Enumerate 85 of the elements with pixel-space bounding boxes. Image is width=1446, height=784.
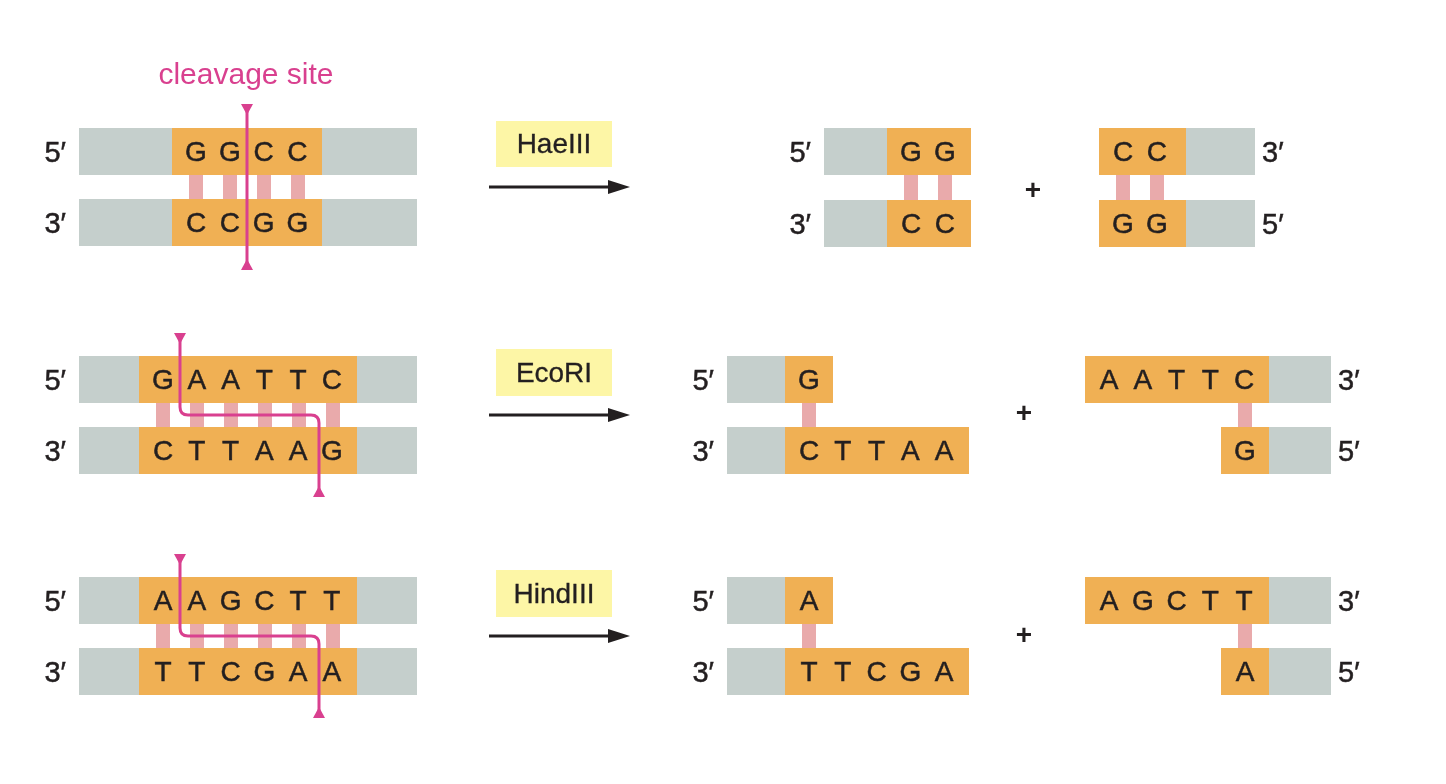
base-pair-bond xyxy=(802,403,816,427)
base-pair-bond xyxy=(292,624,306,648)
base-sequence: G xyxy=(785,356,833,403)
dna-strand xyxy=(79,128,417,175)
enzyme-label: HindIII xyxy=(496,570,612,617)
cleavage-site-label: cleavage site xyxy=(158,59,334,89)
base-sequence: C C xyxy=(887,200,971,247)
strand-end-label: 5′ xyxy=(44,586,66,615)
base-pair-bond xyxy=(1150,175,1164,200)
strand-end-label: 3′ xyxy=(1262,137,1284,166)
base-sequence: G G xyxy=(887,128,971,175)
dna-strand xyxy=(1221,648,1331,695)
strand-end-label: 5′ xyxy=(44,365,66,394)
base-pair-bond xyxy=(904,175,918,200)
base-pair-bond xyxy=(156,403,170,427)
base-pair-bond xyxy=(189,175,203,199)
base-pair-bond xyxy=(258,403,272,427)
enzyme-label: HaeIII xyxy=(496,121,612,167)
dna-strand xyxy=(1099,128,1255,175)
base-sequence: A xyxy=(785,577,833,624)
dna-strand xyxy=(824,128,971,175)
base-pair-bond xyxy=(223,175,237,199)
dna-strand xyxy=(727,427,969,474)
base-pair-bond xyxy=(326,624,340,648)
base-sequence: A A G C T T xyxy=(139,577,357,624)
base-pair-bond xyxy=(258,624,272,648)
base-sequence: G A A T T C xyxy=(139,356,357,403)
strand-end-label: 3′ xyxy=(692,436,714,465)
dna-strand xyxy=(1085,356,1331,403)
dna-strand xyxy=(79,577,417,624)
dna-strand xyxy=(79,199,417,246)
strand-end-label: 3′ xyxy=(44,657,66,686)
strand-end-label: 5′ xyxy=(44,137,66,166)
plus-sign: + xyxy=(1015,621,1033,649)
strand-end-label: 5′ xyxy=(692,365,714,394)
base-sequence: C C G G xyxy=(172,199,322,246)
strand-end-label: 3′ xyxy=(44,208,66,237)
plus-sign: + xyxy=(1015,399,1033,427)
dna-strand xyxy=(1221,427,1331,474)
strand-end-label: 3′ xyxy=(1338,365,1360,394)
strand-end-label: 5′ xyxy=(789,137,811,166)
dna-strand xyxy=(79,648,417,695)
dna-strand xyxy=(727,648,969,695)
base-pair-bond xyxy=(802,624,816,648)
base-pair-bond xyxy=(291,175,305,199)
strand-end-label: 5′ xyxy=(1338,657,1360,686)
base-sequence: G xyxy=(1221,427,1269,474)
base-sequence: G G xyxy=(1099,200,1186,247)
base-sequence: T T C G A xyxy=(785,648,969,695)
base-sequence: A xyxy=(1221,648,1269,695)
enzyme-label: EcoRI xyxy=(496,349,612,396)
dna-strand xyxy=(824,200,971,247)
strand-end-label: 5′ xyxy=(692,586,714,615)
strand-end-label: 3′ xyxy=(1338,586,1360,615)
base-pair-bond xyxy=(326,403,340,427)
strand-end-label: 5′ xyxy=(1262,209,1284,238)
base-pair-bond xyxy=(292,403,306,427)
dna-strand xyxy=(1099,200,1255,247)
strand-end-label: 3′ xyxy=(44,436,66,465)
base-pair-bond xyxy=(190,624,204,648)
base-pair-bond xyxy=(224,403,238,427)
base-pair-bond xyxy=(257,175,271,199)
dna-strand xyxy=(727,356,832,403)
base-pair-bond xyxy=(938,175,952,200)
dna-strand xyxy=(1085,577,1331,624)
base-sequence: G G C C xyxy=(172,128,322,175)
base-pair-bond xyxy=(224,624,238,648)
base-pair-bond xyxy=(1238,403,1252,427)
plus-sign: + xyxy=(1024,176,1042,204)
dna-strand xyxy=(79,356,417,403)
dna-strand xyxy=(79,427,417,474)
base-sequence: C T T A A G xyxy=(139,427,357,474)
base-sequence: C C xyxy=(1099,128,1186,175)
strand-end-label: 3′ xyxy=(789,209,811,238)
dna-strand xyxy=(727,577,832,624)
base-pair-bond xyxy=(190,403,204,427)
base-sequence: A G C T T xyxy=(1085,577,1269,624)
base-sequence: A A T T C xyxy=(1085,356,1269,403)
base-pair-bond xyxy=(1116,175,1130,200)
strand-end-label: 3′ xyxy=(692,657,714,686)
strand-end-label: 5′ xyxy=(1338,436,1360,465)
base-pair-bond xyxy=(156,624,170,648)
base-pair-bond xyxy=(1238,624,1252,648)
base-sequence: T T C G A A xyxy=(139,648,357,695)
base-sequence: C T T A A xyxy=(785,427,969,474)
